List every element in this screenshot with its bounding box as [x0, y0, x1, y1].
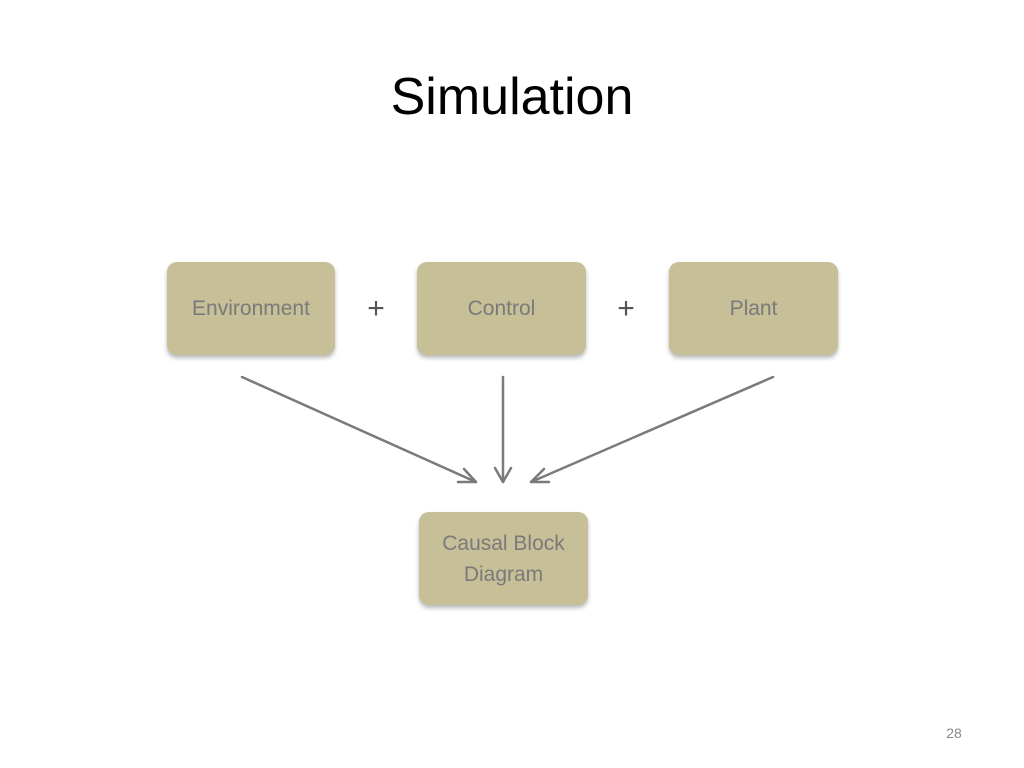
plus-operator-1: +	[367, 292, 385, 325]
arrow-control-to-cbd	[493, 375, 513, 484]
plant-block: Plant	[669, 262, 838, 355]
arrow-plant-to-cbd	[529, 375, 775, 484]
causal-block-diagram-block: Causal Block Diagram	[419, 512, 588, 605]
slide-title: Simulation	[390, 68, 634, 126]
arrow-environment-to-cbd	[240, 375, 478, 484]
environment-block: Environment	[167, 262, 335, 355]
plus-operator-2: +	[617, 292, 635, 325]
control-block: Control	[417, 262, 586, 355]
page-number: 28	[946, 725, 962, 741]
